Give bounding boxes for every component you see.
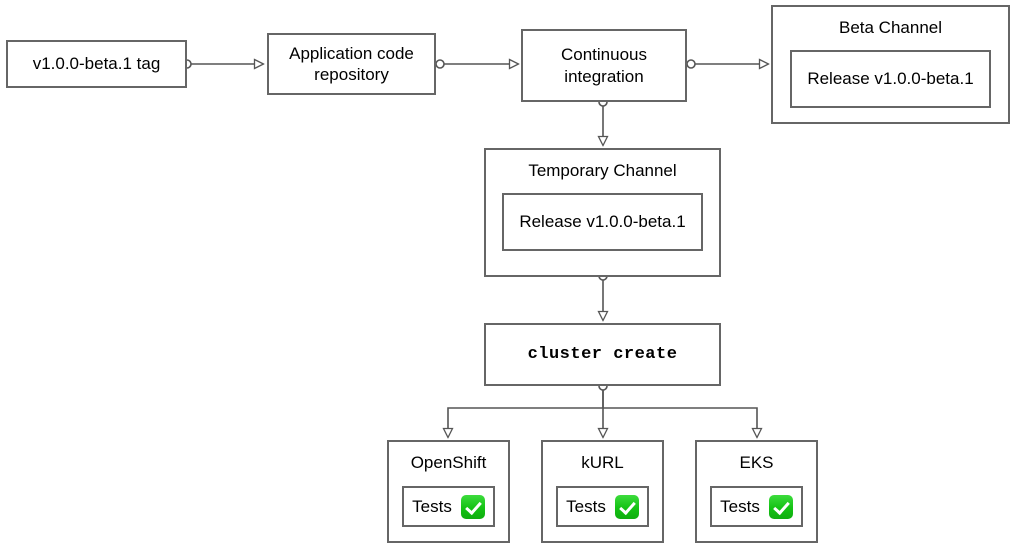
group-openshift-title: OpenShift [410, 453, 487, 472]
eks-tests-box[interactable]: Tests [710, 486, 803, 527]
node-repo-label: Application code repository [289, 43, 414, 84]
temporary-channel-release-box[interactable]: Release v1.0.0-beta.1 [502, 193, 703, 251]
group-beta-channel-title: Beta Channel [838, 18, 943, 37]
openshift-tests-box[interactable]: Tests [402, 486, 495, 527]
group-eks-title: EKS [739, 453, 774, 472]
group-openshift[interactable]: OpenShift Tests [387, 440, 510, 543]
beta-channel-release-box[interactable]: Release v1.0.0-beta.1 [790, 50, 991, 108]
edge-cluster-create-to-eks [603, 407, 757, 437]
node-application-code-repository[interactable]: Application code repository [267, 33, 436, 95]
edge-temporary-channel-to-cluster-create [599, 271, 607, 320]
node-cluster-create[interactable]: cluster create [484, 323, 721, 386]
edge-ci-to-beta-channel [686, 60, 768, 68]
temporary-channel-release-label: Release v1.0.0-beta.1 [519, 212, 686, 231]
group-eks[interactable]: EKS Tests [695, 440, 818, 543]
edge-repo-to-ci [435, 60, 518, 68]
node-continuous-integration[interactable]: Continuous integration [521, 29, 687, 102]
node-tag-label: v1.0.0-beta.1 tag [32, 54, 161, 74]
beta-channel-release-label: Release v1.0.0-beta.1 [807, 69, 974, 88]
node-tag[interactable]: v1.0.0-beta.1 tag [6, 40, 187, 88]
kurl-tests-box[interactable]: Tests [556, 486, 649, 527]
group-kurl-title: kURL [581, 453, 624, 472]
edge-tag-to-repo [182, 60, 263, 68]
green-check-icon [614, 494, 639, 519]
group-temporary-channel[interactable]: Temporary Channel Release v1.0.0-beta.1 [484, 148, 721, 277]
group-kurl[interactable]: kURL Tests [541, 440, 664, 543]
node-cluster-create-label: cluster create [527, 344, 678, 364]
group-beta-channel[interactable]: Beta Channel Release v1.0.0-beta.1 [771, 5, 1010, 124]
edge-cluster-create-to-openshift [448, 381, 608, 437]
green-check-icon [768, 494, 793, 519]
eks-tests-label: Tests [720, 496, 760, 516]
kurl-tests-label: Tests [566, 496, 606, 516]
edge-ci-to-temporary-channel [599, 97, 607, 145]
green-check-icon [460, 494, 485, 519]
openshift-tests-label: Tests [412, 496, 452, 516]
group-temporary-channel-title: Temporary Channel [528, 161, 677, 180]
node-ci-label: Continuous integration [560, 45, 647, 86]
